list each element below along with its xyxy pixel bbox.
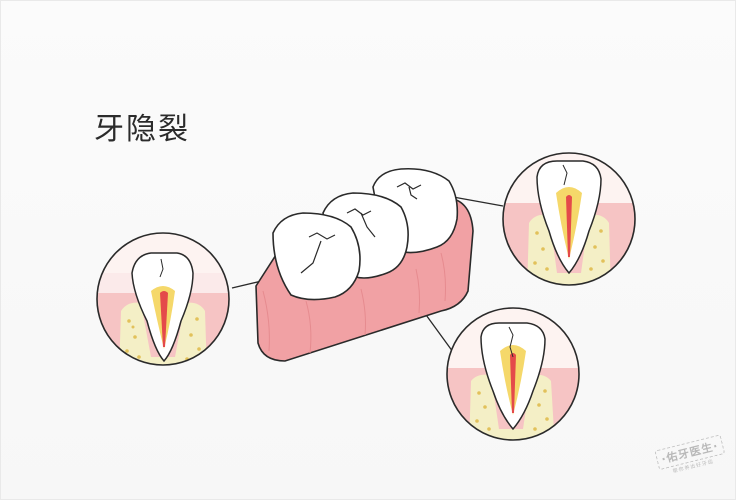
page-title: 牙隐裂: [94, 112, 190, 147]
molar-front: [272, 212, 361, 301]
molar-teeth: [272, 167, 459, 301]
detail-bubble-top-right: [502, 152, 636, 286]
detail-bubble-left: [96, 232, 230, 366]
detail-bubble-bottom-right: [446, 307, 580, 441]
crack-lines: [300, 182, 422, 274]
